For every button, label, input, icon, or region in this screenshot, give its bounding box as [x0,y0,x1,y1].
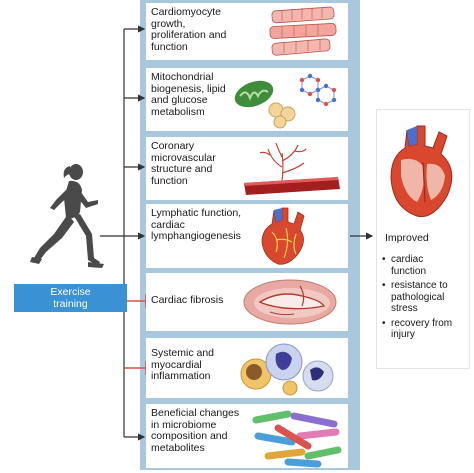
effect-label: Cardiac fibrosis [151,294,224,306]
heart-anatomy-icon [387,116,461,231]
exercise-label-line-1: Exercise [50,286,91,298]
effect-box-fibrosis: Cardiac fibrosis [146,273,348,331]
bullet-icon: • [382,317,386,329]
blood-vessel-icon [242,139,342,204]
bullet-icon: • [382,280,386,291]
runner-silhouette-icon [14,160,124,280]
mitochondria-icon [232,70,342,135]
heart-lymphatic-icon [258,206,310,273]
immune-cells-icon [238,340,338,403]
exercise-training-label: Exercise training [14,284,127,312]
cardiomyocyte-icon [252,5,342,64]
exercise-label-line-2: training [53,298,88,310]
effect-label: Lymphatic function,cardiac lymphangiogen… [151,207,242,242]
outcome-title: Improved [385,232,429,244]
bacteria-icon [248,406,344,473]
bullet-icon: • [382,254,386,265]
fibrotic-heart-section-icon [240,276,340,333]
effect-box-lymphatic: Lymphatic function,cardiac lymphangiogen… [146,204,348,268]
